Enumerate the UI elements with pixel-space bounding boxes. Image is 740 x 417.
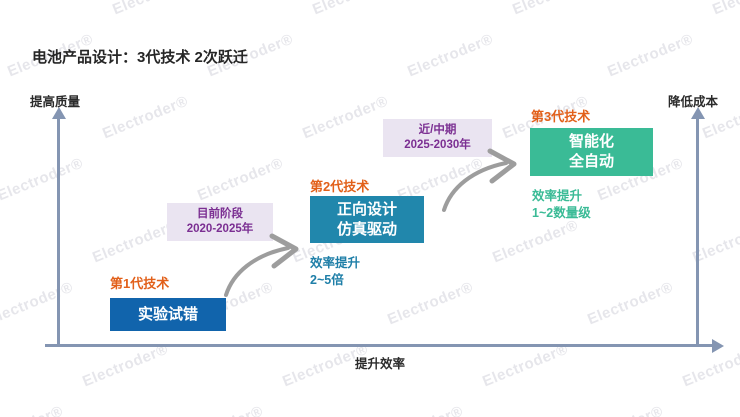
- watermark-text: Electroder®: [575, 403, 666, 417]
- watermark-text: Electroder®: [510, 0, 601, 18]
- watermark-text: Electroder®: [0, 403, 66, 417]
- gen2-box-line2: 仿真驱动: [336, 220, 397, 238]
- bottom-axis-label: 提升效率: [354, 357, 405, 371]
- title-highlight: 3代技术 2次跃迁: [137, 49, 248, 66]
- watermark-text: Electroder®: [310, 0, 401, 18]
- watermark-text: Electroder®: [80, 340, 171, 391]
- right-axis-arrowhead-icon: [690, 107, 705, 119]
- leap-arrow-1-icon: [224, 233, 299, 297]
- watermark-text: Electroder®: [585, 278, 676, 329]
- left-axis-line: [57, 118, 60, 347]
- left-axis-label: 提高质量: [30, 95, 81, 109]
- watermark-text: Electroder®: [175, 403, 266, 417]
- watermark-text: Electroder®: [680, 340, 740, 391]
- gen3-efficiency-caption: 效率提升 1~2数量级: [532, 188, 591, 222]
- stage-badge-current: 目前阶段 2020-2025年: [167, 203, 273, 241]
- gen1-box: 实验试错: [110, 298, 226, 331]
- caption-line1: 效率提升: [310, 256, 361, 270]
- stage-badge-near-mid-term: 近/中期 2025-2030年: [383, 119, 492, 157]
- gen2-box-line1: 正向设计: [336, 200, 397, 218]
- stage-name: 近/中期: [418, 124, 457, 136]
- gen3-label: 第3代技术: [531, 109, 591, 124]
- caption-line2: 1~2数量级: [532, 206, 591, 220]
- watermark-text: Electroder®: [195, 154, 286, 205]
- watermark-text: Electroder®: [300, 92, 391, 143]
- watermark-text: Electroder®: [710, 0, 740, 18]
- watermark-text: Electroder®: [605, 30, 696, 81]
- right-axis-line: [696, 118, 699, 347]
- title-prefix: 电池产品设计：: [32, 49, 138, 66]
- gen3-box-line2: 全自动: [568, 153, 614, 170]
- stage-name: 目前阶段: [197, 208, 243, 220]
- watermark-text: Electroder®: [0, 154, 86, 205]
- watermark-text: Electroder®: [375, 403, 466, 417]
- page-title: 电池产品设计：3代技术 2次跃迁: [32, 46, 248, 67]
- watermark-text: Electroder®: [110, 0, 201, 18]
- stage-years: 2025-2030年: [404, 139, 471, 151]
- watermark-text: Electroder®: [0, 278, 76, 329]
- caption-line2: 2~5倍: [310, 273, 344, 287]
- bottom-axis-line: [45, 344, 713, 347]
- leap-arrow-2-icon: [442, 148, 517, 212]
- caption-line1: 效率提升: [532, 189, 583, 203]
- gen2-efficiency-caption: 效率提升 2~5倍: [310, 255, 360, 289]
- gen2-box: 正向设计 仿真驱动: [310, 196, 424, 243]
- watermark-text: Electroder®: [405, 30, 496, 81]
- watermark-text: Electroder®: [490, 216, 581, 267]
- gen2-label: 第2代技术: [310, 179, 370, 194]
- left-axis-arrowhead-icon: [51, 107, 66, 119]
- bottom-axis-arrowhead-icon: [712, 338, 724, 353]
- watermark-text: Electroder®: [480, 340, 571, 391]
- gen3-box: 智能化 全自动: [530, 128, 653, 176]
- gen1-box-text: 实验试错: [137, 305, 198, 323]
- gen3-box-line1: 智能化: [568, 133, 614, 150]
- right-axis-label: 降低成本: [668, 95, 719, 109]
- watermark-text: Electroder®: [385, 278, 476, 329]
- watermark-text: Electroder®: [0, 0, 1, 18]
- stage-years: 2020-2025年: [186, 223, 254, 235]
- watermark-text: Electroder®: [100, 92, 191, 143]
- gen1-label: 第1代技术: [110, 276, 170, 291]
